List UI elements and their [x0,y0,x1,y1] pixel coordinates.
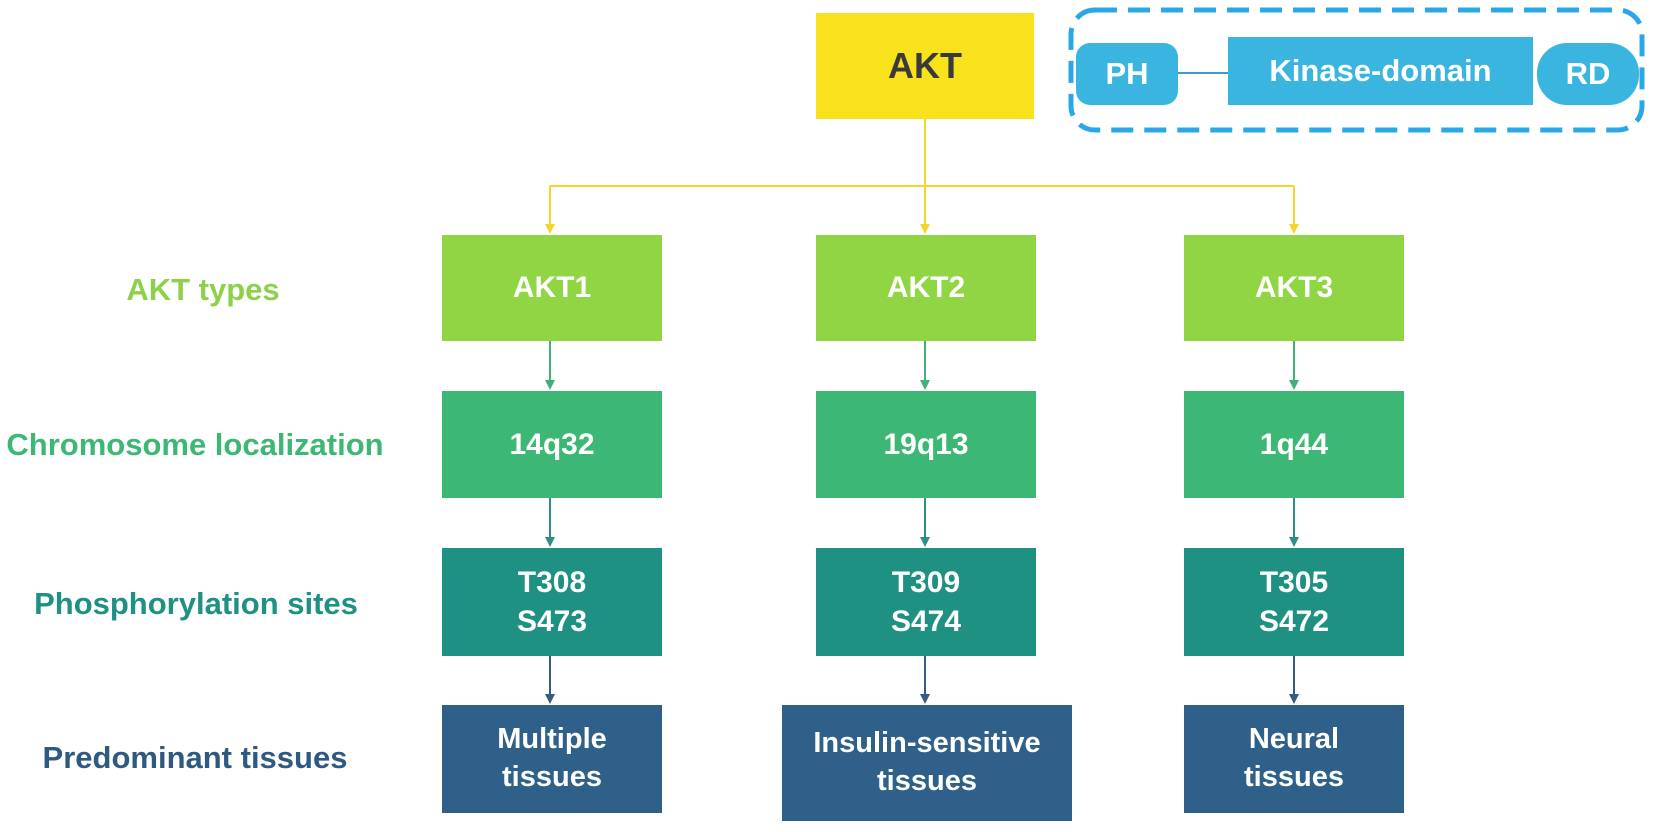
akt2-phosphorylation-box: T309 S474 [816,548,1036,656]
akt1-chromosome-label: 14q32 [509,427,595,461]
row-label-phosphorylation: Phosphorylation sites [34,586,358,621]
row-label-types: AKT types [126,272,280,307]
ph-domain-label: PH [1105,56,1149,91]
akt3-chromosome-label: 1q44 [1259,427,1329,461]
rd-domain: RD [1537,43,1639,105]
row-label-tissues: Predominant tissues [42,740,348,775]
akt2-type-label: AKT2 [886,271,966,304]
akt1-type-box: AKT1 [442,235,662,341]
akt3-site-2: S472 [1258,605,1330,638]
akt2-site-2: S474 [890,605,962,638]
ph-domain: PH [1076,43,1178,105]
akt3-tissue-line-1: Neural [1248,723,1340,756]
akt2-tissue-line-1: Insulin-sensitive [813,727,1041,760]
akt-root-label: AKT [888,45,962,86]
akt3-tissue-line-2: tissues [1244,761,1344,793]
akt3-phosphorylation-box: T305 S472 [1184,548,1404,656]
akt2-chromosome-label: 19q13 [883,427,969,461]
akt2-type-box: AKT2 [816,235,1036,341]
akt3-tissue-box: Neural tissues [1184,705,1404,813]
akt3-chromosome-box: 1q44 [1184,391,1404,498]
domain-frame [1068,7,1645,133]
akt1-chromosome-box: 14q32 [442,391,662,498]
akt-root-box: AKT [816,13,1034,119]
akt1-phosphorylation-box: T308 S473 [442,548,662,656]
akt1-site-2: S473 [516,605,588,638]
kinase-domain: Kinase-domain [1228,37,1533,105]
akt3-type-label: AKT3 [1254,271,1334,304]
akt3-type-box: AKT3 [1184,235,1404,341]
akt3-site-1: T305 [1259,566,1329,599]
akt1-tissue-box: Multiple tissues [442,705,662,813]
row-label-chromosome: Chromosome localization [6,427,384,462]
akt1-site-1: T308 [517,566,587,599]
akt1-tissue-line-1: Multiple [497,723,607,756]
akt2-site-1: T309 [891,566,961,599]
akt2-tissue-line-2: tissues [877,765,977,797]
akt1-type-label: AKT1 [512,271,592,304]
rd-domain-label: RD [1565,56,1611,91]
kinase-domain-label: Kinase-domain [1269,53,1492,88]
akt2-chromosome-box: 19q13 [816,391,1036,498]
akt1-tissue-line-2: tissues [502,761,602,793]
akt2-tissue-box: Insulin-sensitive tissues [782,705,1072,821]
